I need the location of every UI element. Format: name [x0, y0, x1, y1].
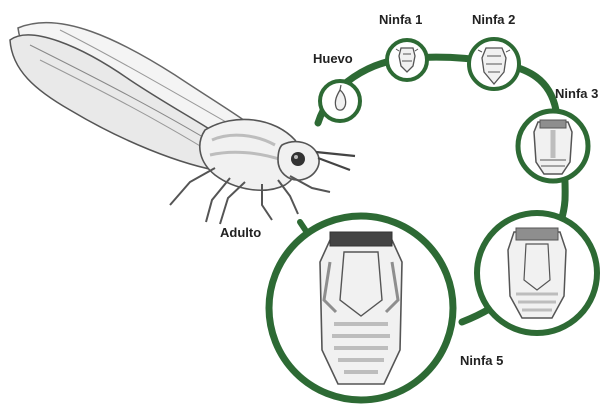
stage-huevo-node: [320, 81, 360, 121]
stage-ninfa-3-node: [518, 111, 588, 181]
stage-ninfa-1-node: [387, 40, 427, 80]
adult-insect-illustration: [10, 23, 355, 224]
label-ninfa-3: Ninfa 3: [555, 87, 598, 100]
adult-eye: [291, 152, 305, 166]
nymph-5-icon: [320, 240, 402, 384]
nymph-4-icon: [508, 232, 566, 318]
stage-ninfa-4-node: [477, 213, 597, 333]
stage-ninfa-2-node: [469, 39, 519, 89]
label-huevo: Huevo: [313, 52, 353, 65]
label-ninfa-2: Ninfa 2: [472, 13, 515, 26]
label-ninfa-1: Ninfa 1: [379, 13, 422, 26]
label-ninfa-5: Ninfa 5: [460, 354, 503, 367]
stage-ninfa-5-node: [269, 216, 453, 400]
label-adulto: Adulto: [220, 226, 261, 239]
adult-antenna: [316, 152, 355, 156]
